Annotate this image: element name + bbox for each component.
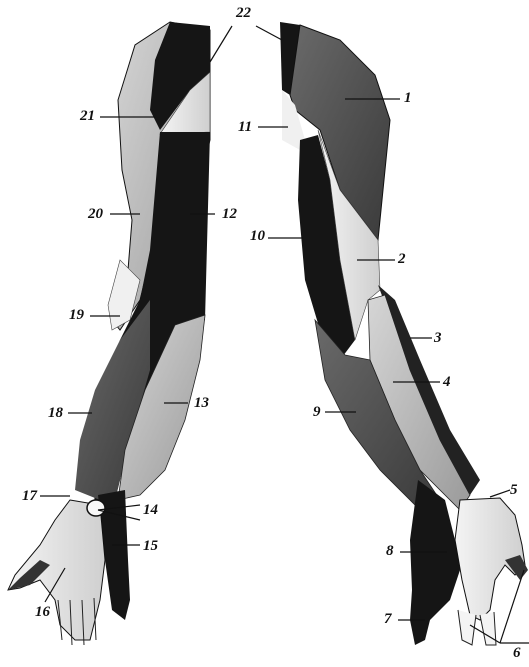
label-18: 18 [48,406,63,421]
label-10: 10 [250,229,265,244]
label-7: 7 [384,612,392,627]
label-11: 11 [238,120,252,135]
label-15: 15 [143,539,158,554]
label-16: 16 [35,605,50,620]
label-8: 8 [386,544,394,559]
label-6: 6 [513,646,521,661]
label-1: 1 [404,91,412,106]
label-9: 9 [313,405,321,420]
label-12: 12 [222,207,237,222]
label-4: 4 [443,375,451,390]
label-19: 19 [69,308,84,323]
label-20: 20 [88,207,103,222]
label-22: 22 [236,6,251,21]
left-hand [8,500,105,640]
left-arm [8,22,210,645]
label-13: 13 [194,396,209,411]
label-5: 5 [510,483,518,498]
left-wrist-spot [87,500,105,516]
label-17: 17 [22,489,37,504]
label-21: 21 [80,109,95,124]
label-14: 14 [143,503,158,518]
label-3: 3 [434,331,442,346]
label-2: 2 [398,252,406,267]
